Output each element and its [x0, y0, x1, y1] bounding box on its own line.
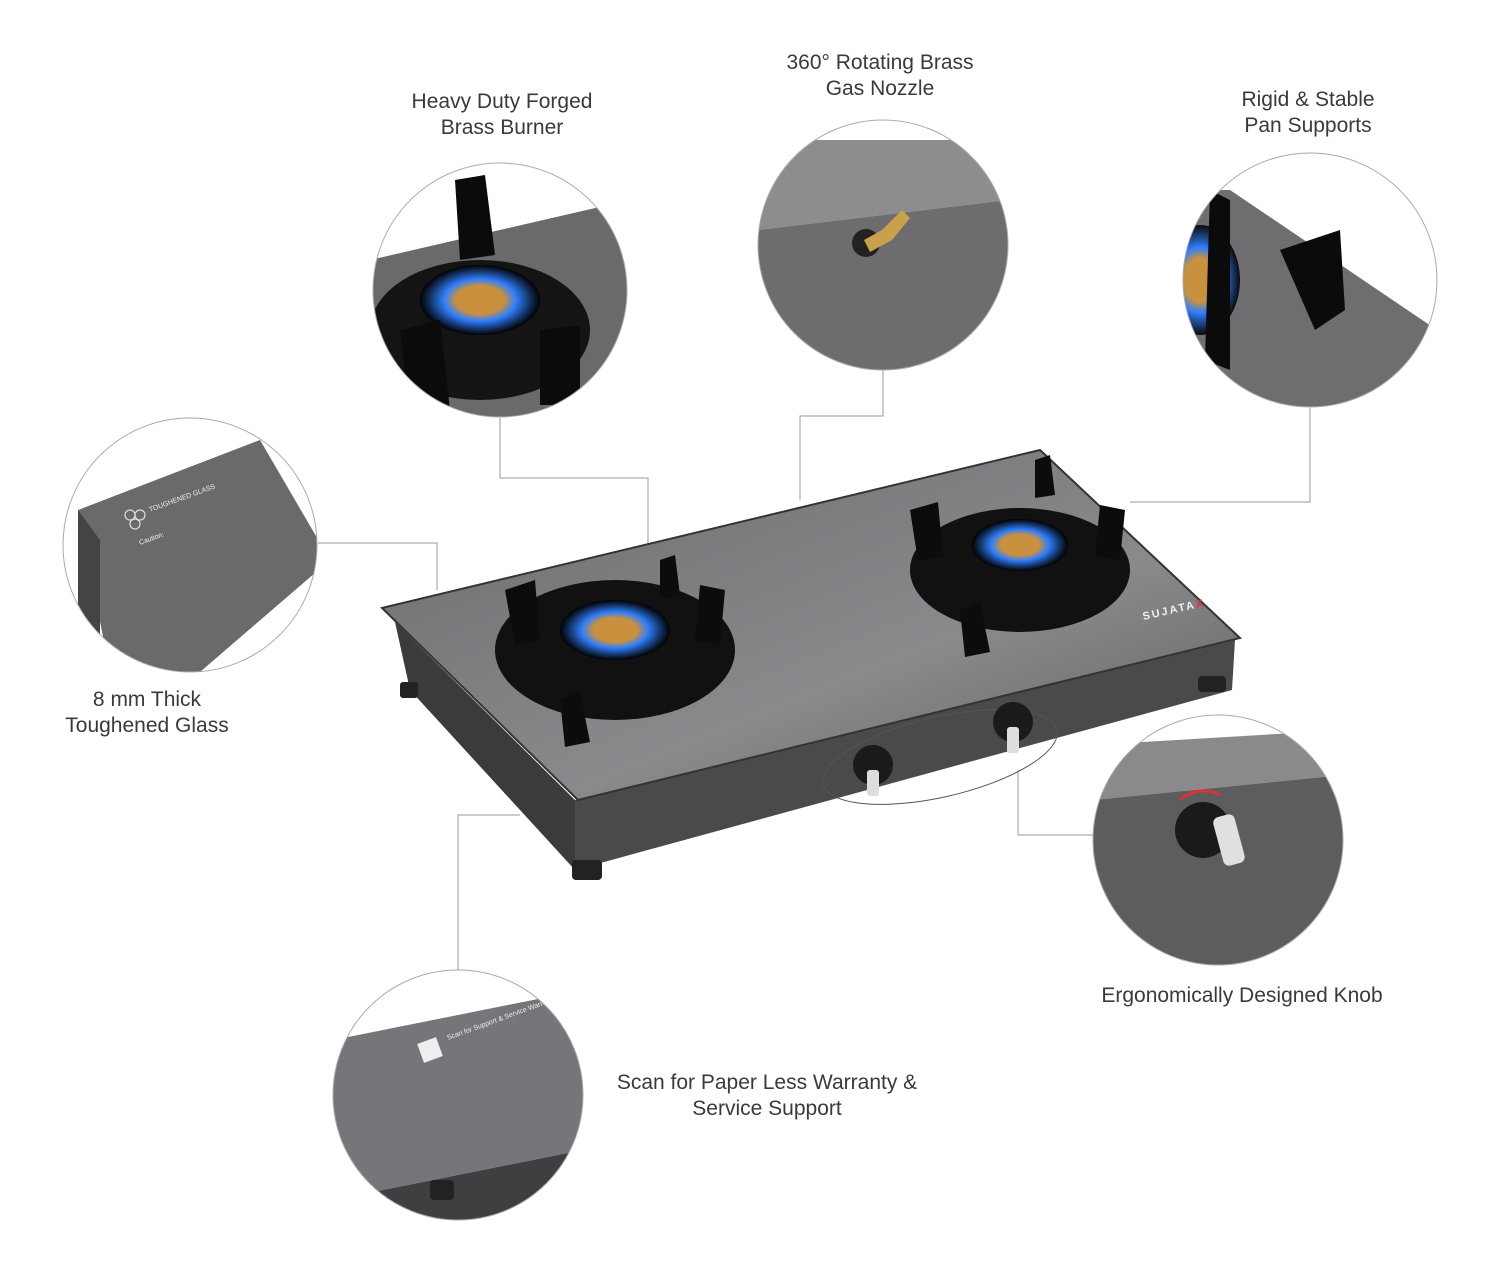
leader-glass: [318, 542, 438, 590]
leader-nozzle: [799, 370, 884, 500]
detail-warranty: Scan for Support & Service Warranty Regi…: [333, 970, 583, 1220]
leader-warranty: [457, 814, 520, 970]
circle-glass: [62, 417, 318, 673]
gas-stove: [380, 448, 1243, 880]
circle-nozzle: [757, 119, 1009, 371]
leader-pan-supports: [1130, 408, 1311, 503]
qr-code-icon: [417, 1037, 443, 1063]
label-knob: Ergonomically Designed Knob: [1101, 984, 1383, 1007]
circle-knob: [1092, 714, 1344, 966]
detail-burner: [373, 163, 627, 417]
leader-knob: [1017, 770, 1093, 836]
detail-knob: [1093, 715, 1343, 965]
knob-right: [993, 702, 1033, 753]
leader-lines: [318, 370, 1311, 970]
detail-glass: TOUGHENED GLASS Caution:: [63, 418, 317, 672]
burner-right: [910, 455, 1130, 657]
label-warranty: Scan for Paper Less Warranty &Service Su…: [616, 1071, 918, 1120]
burner-left: [495, 555, 735, 747]
circle-pan-supports: [1182, 152, 1438, 408]
knob-left: [853, 745, 893, 796]
detail-pan-supports: [1183, 153, 1437, 407]
detail-nozzle: [758, 120, 1008, 370]
leader-burner: [499, 418, 649, 560]
circle-burner: [372, 162, 628, 418]
circle-warranty: [332, 969, 584, 1221]
